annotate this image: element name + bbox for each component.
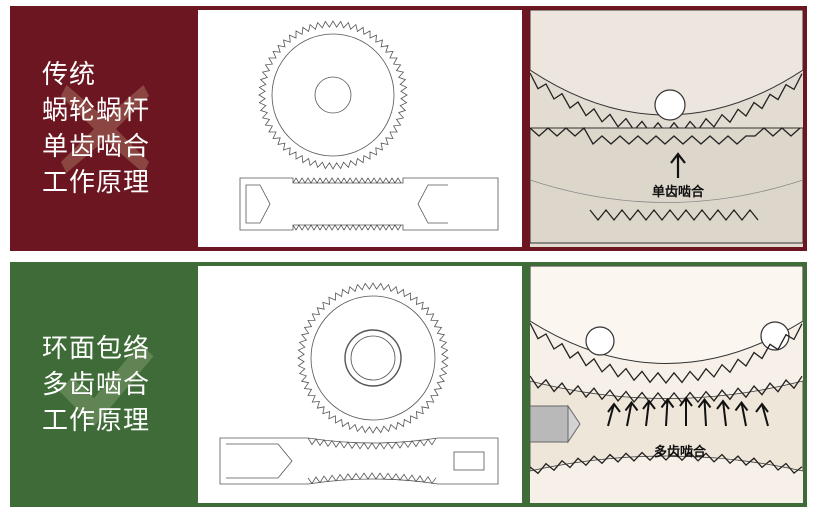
enveloping-worm-gear-panel: 环面包络 多齿啮合 工作原理 bbox=[10, 262, 807, 507]
enveloping-left-bore bbox=[226, 443, 293, 479]
right-shaft-bore bbox=[417, 184, 448, 224]
multi-up-arrows-icon bbox=[607, 396, 769, 427]
mesh-arrow-shaft bbox=[703, 399, 707, 427]
mesh-arrow-shaft bbox=[740, 402, 747, 427]
traditional-title-line-1: 传统 bbox=[42, 59, 97, 90]
mesh-arrow-shaft bbox=[607, 403, 615, 427]
traditional-zoom-detail: 单齿啮合 bbox=[530, 10, 803, 247]
cross-mark-icon bbox=[61, 84, 149, 173]
mesh-arrow-shaft bbox=[761, 403, 769, 427]
worm-wheel-teeth bbox=[258, 20, 408, 170]
traditional-title-line-3: 单齿啮合 bbox=[42, 131, 151, 162]
mesh-arrow-head bbox=[734, 400, 749, 412]
worm-thread-top bbox=[292, 177, 402, 184]
enveloping-title-line-2: 多齿啮合 bbox=[42, 369, 151, 400]
enveloping-wheel-teeth bbox=[297, 282, 449, 434]
mesh-arrow-shaft bbox=[626, 402, 633, 427]
hourglass-thread-top bbox=[307, 437, 437, 450]
mesh-arrow-head bbox=[607, 402, 621, 413]
enveloping-worm-line-drawing bbox=[219, 282, 499, 485]
mesh-arrow-head bbox=[642, 399, 656, 410]
traditional-title-line-2: 蜗轮蜗杆 bbox=[42, 95, 151, 126]
worm-wheel-hub bbox=[314, 76, 352, 114]
enveloping-zoom-detail: 多齿啮合 bbox=[530, 266, 803, 503]
mesh-arrow-shaft bbox=[645, 400, 650, 427]
traditional-title-line-4: 工作原理 bbox=[42, 167, 151, 198]
enveloping-wheel-rim bbox=[310, 295, 436, 421]
hourglass-thread-bottom bbox=[307, 472, 437, 485]
enveloping-wheel-hub-inner bbox=[350, 335, 396, 381]
up-arrow-icon bbox=[670, 152, 686, 178]
mesh-arrow-head bbox=[624, 400, 639, 412]
mesh-arrow-head bbox=[679, 396, 693, 407]
worm-thread-bottom bbox=[292, 224, 402, 231]
multi-tooth-mesh-label: 多齿啮合 bbox=[654, 444, 707, 460]
traditional-gear-drawing bbox=[198, 10, 522, 247]
enveloping-title-line-1: 环面包络 bbox=[42, 333, 151, 364]
traditional-title-box: 传统 蜗轮蜗杆 单齿啮合 工作原理 bbox=[10, 6, 196, 251]
mesh-arrow-head bbox=[755, 402, 769, 413]
mesh-arrow-shaft bbox=[665, 399, 669, 427]
mesh-arrow-shaft bbox=[722, 400, 727, 427]
shaft-end-icon bbox=[530, 404, 581, 444]
worm-shaft bbox=[239, 177, 499, 231]
single-tooth-mesh-zoom: 单齿啮合 bbox=[530, 10, 803, 247]
enveloping-wheel-hub-outer bbox=[344, 329, 402, 387]
enveloping-right-bore bbox=[453, 451, 485, 471]
multi-tooth-mesh-zoom: 多齿啮合 bbox=[530, 266, 803, 503]
enveloping-gear-drawing bbox=[198, 266, 522, 503]
worm-gear-line-drawing bbox=[239, 20, 499, 231]
enveloping-title-box: 环面包络 多齿啮合 工作原理 bbox=[10, 262, 196, 507]
check-mark-icon bbox=[58, 342, 154, 427]
worm-wheel-rim bbox=[271, 33, 395, 157]
mesh-arrow-head bbox=[716, 399, 730, 410]
mesh-arrow-head bbox=[697, 397, 712, 409]
traditional-worm-gear-panel: 传统 蜗轮蜗杆 单齿啮合 工作原理 bbox=[10, 6, 807, 251]
enveloping-title-line-3: 工作原理 bbox=[42, 405, 151, 436]
mesh-arrow-head bbox=[660, 397, 675, 409]
left-shaft-bore bbox=[245, 184, 271, 224]
single-tooth-mesh-label: 单齿啮合 bbox=[652, 184, 705, 200]
